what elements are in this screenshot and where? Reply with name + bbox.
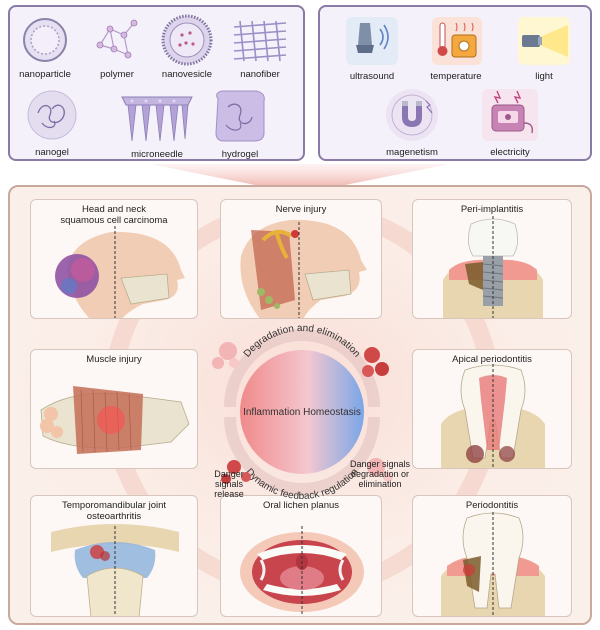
nanovesicle-icon — [161, 14, 213, 66]
material-hydrogel: hydrogel — [210, 87, 270, 160]
card-nerve-injury: Nerve injury — [220, 199, 382, 319]
muscle-illustration — [40, 386, 190, 454]
card-title: Temporomandibular joint osteoarthritis — [31, 500, 197, 522]
label-line: degradation or — [350, 469, 410, 479]
card-periodontitis: Periodontitis — [412, 495, 572, 617]
stimulus-label: magenetism — [386, 147, 438, 158]
homeostasis-diagram: Degradation and elimination Dynamic feed… — [212, 323, 393, 502]
microneedle-icon — [121, 96, 193, 142]
stimuli-panel: ultrasound temperature light — [318, 5, 592, 161]
head-neck-illustration — [55, 226, 185, 318]
material-nanoparticle: nanoparticle — [19, 15, 71, 81]
magnet-icon — [386, 89, 438, 141]
light-icon — [518, 17, 570, 65]
funnel-arrow — [150, 164, 450, 192]
nanoparticle-icon — [23, 18, 67, 62]
center-title: Inflammation Homeostasis — [243, 407, 361, 418]
mouth-illustration — [240, 526, 364, 616]
nerve-illustration — [240, 219, 367, 318]
card-title: Nerve injury — [275, 204, 327, 215]
card-title: Muscle injury — [86, 354, 142, 365]
card-hnscc: Head and neck squamous cell carcinoma — [30, 199, 198, 319]
stimulus-label: light — [535, 71, 553, 82]
degraded-particles-top-right — [362, 347, 389, 377]
label-line: Danger — [214, 469, 244, 479]
periodontitis-illustration — [441, 512, 545, 616]
homeostasis-circle — [240, 350, 364, 474]
material-label: nanofiber — [240, 69, 280, 80]
danger-particles-bottom-right — [367, 458, 393, 482]
label-line: signals — [214, 479, 243, 489]
material-nanogel: nanogel — [24, 87, 80, 159]
card-title: Periodontitis — [465, 500, 519, 511]
material-nanofiber: nanofiber — [228, 15, 292, 81]
card-peri-implantitis: Peri-implantitis — [412, 199, 572, 319]
electricity-icon — [482, 89, 538, 141]
card-title: Apical periodontitis — [452, 354, 532, 365]
card-title-line: osteoarthritis — [86, 511, 142, 522]
card-tmj-osteoarthritis: Temporomandibular joint osteoarthritis — [30, 495, 198, 617]
card-title: Oral lichen planus — [262, 500, 340, 511]
stimulus-ultrasound: ultrasound — [342, 15, 402, 82]
materials-panel: nanoparticle polymer nanovesicle — [8, 5, 305, 161]
danger-particles-top-left — [212, 342, 239, 369]
card-title: Head and neck squamous cell carcinoma — [31, 204, 197, 226]
temperature-icon — [432, 17, 482, 65]
tooth-illustration — [441, 364, 545, 468]
stimulus-label: electricity — [490, 147, 530, 158]
stimulus-temperature: temperature — [426, 13, 486, 82]
label-line: Danger signals — [349, 459, 411, 469]
card-title-line: Head and neck — [82, 204, 146, 215]
disease-panel: Head and neck squamous cell carcinoma Ne… — [8, 185, 592, 625]
card-apical-periodontitis: Apical periodontitis — [412, 349, 572, 469]
card-oral-lichen-planus: Oral lichen planus — [220, 495, 382, 617]
material-label: polymer — [100, 69, 134, 80]
stimulus-light: light — [514, 15, 574, 82]
nanofiber-icon — [233, 20, 287, 62]
danger-particles-bottom-left — [221, 460, 251, 484]
danger-release-label: Danger signals release — [206, 469, 252, 499]
material-nanovesicle: nanovesicle — [160, 13, 214, 81]
stimulus-label: temperature — [430, 71, 482, 82]
ultrasound-icon — [346, 17, 398, 65]
material-label: microneedle — [131, 149, 183, 160]
stimulus-label: ultrasound — [349, 71, 395, 82]
material-polymer: polymer — [92, 15, 142, 81]
nanogel-icon — [27, 90, 77, 140]
material-microneedle: microneedle — [118, 89, 196, 160]
danger-degradation-label: Danger signals degradation or eliminatio… — [340, 459, 420, 489]
label-line: release — [214, 489, 244, 499]
material-label: nanogel — [35, 147, 69, 158]
label-line: elimination — [358, 479, 402, 489]
stimulus-electricity: electricity — [478, 87, 542, 159]
material-label: nanovesicle — [161, 69, 213, 80]
card-muscle-injury: Muscle injury — [30, 349, 198, 469]
polymer-icon — [96, 19, 138, 59]
card-title-line: Temporomandibular joint — [61, 500, 167, 511]
joint-illustration — [51, 524, 179, 616]
material-label: nanoparticle — [19, 69, 71, 80]
card-title: Peri-implantitis — [460, 204, 524, 215]
hydrogel-icon — [215, 90, 265, 142]
material-label: hydrogel — [221, 149, 259, 160]
stimulus-magnetism: magenetism — [382, 87, 442, 159]
card-title-line: squamous cell carcinoma — [60, 215, 168, 226]
implant-illustration — [443, 216, 543, 318]
